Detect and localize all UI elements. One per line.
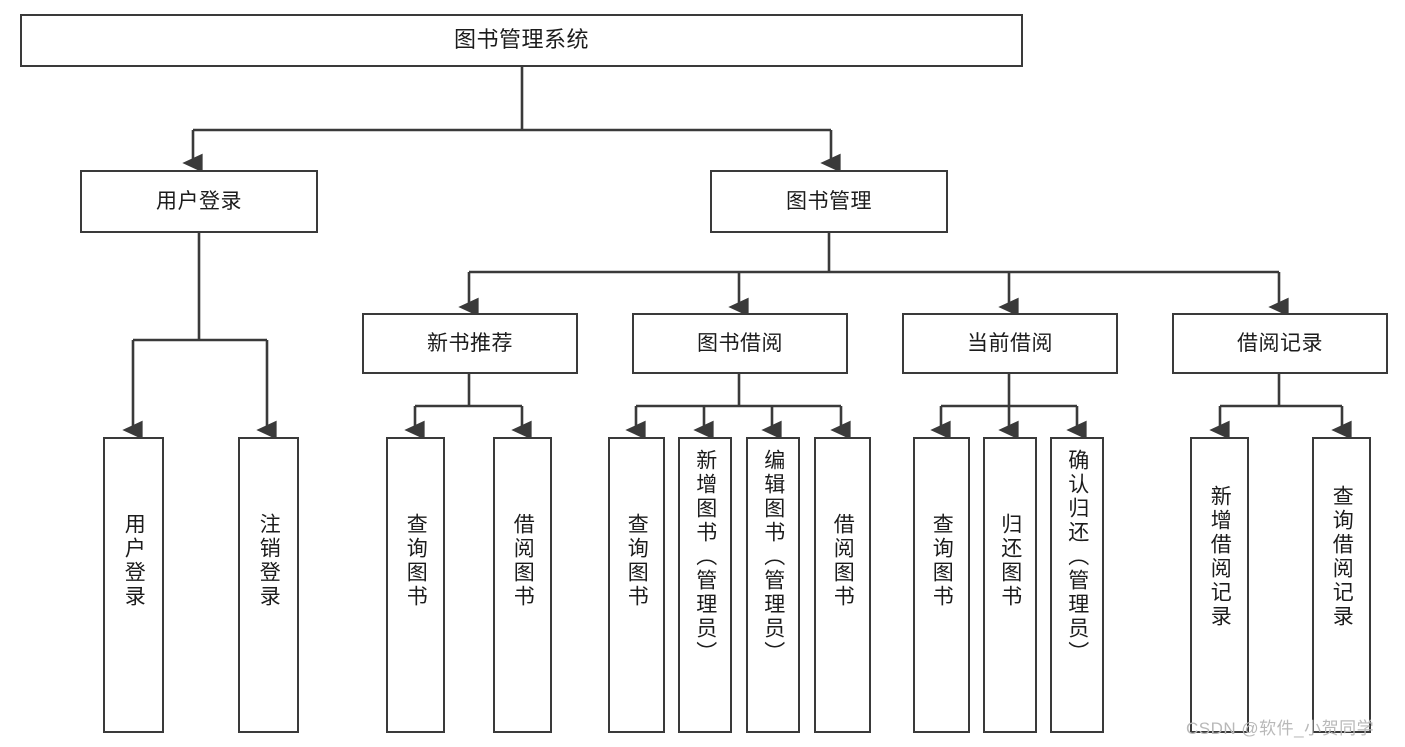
node-label: 用户登录	[122, 513, 146, 609]
node-leaf-query-book-1[interactable]: 查询图书	[386, 437, 445, 733]
node-label: 归还图书	[998, 513, 1022, 609]
node-root-system[interactable]: 图书管理系统	[20, 14, 1023, 67]
node-label: 新增图书（管理员）	[693, 449, 717, 665]
node-label: 新书推荐	[427, 331, 513, 355]
node-user-login[interactable]: 用户登录	[80, 170, 318, 233]
node-leaf-add-record[interactable]: 新增借阅记录	[1190, 437, 1249, 733]
node-leaf-borrow-book-2[interactable]: 借阅图书	[814, 437, 871, 733]
node-label: 图书管理系统	[453, 27, 589, 53]
node-leaf-borrow-book-1[interactable]: 借阅图书	[493, 437, 552, 733]
node-book-manage[interactable]: 图书管理	[710, 170, 948, 233]
node-book-borrow[interactable]: 图书借阅	[632, 313, 848, 374]
node-leaf-user-login[interactable]: 用户登录	[103, 437, 164, 733]
node-leaf-query-book-2[interactable]: 查询图书	[608, 437, 665, 733]
node-leaf-logout[interactable]: 注销登录	[238, 437, 299, 733]
node-leaf-add-book[interactable]: 新增图书（管理员）	[678, 437, 732, 733]
node-label: 查询图书	[404, 513, 428, 609]
node-label: 用户登录	[156, 189, 242, 213]
node-label: 编辑图书（管理员）	[761, 449, 785, 665]
node-label: 借阅记录	[1237, 331, 1323, 355]
node-label: 查询借阅记录	[1330, 485, 1354, 629]
node-new-book-rec[interactable]: 新书推荐	[362, 313, 578, 374]
node-leaf-confirm-return[interactable]: 确认归还（管理员）	[1050, 437, 1104, 733]
node-label: 当前借阅	[967, 331, 1053, 355]
node-label: 查询图书	[930, 513, 954, 609]
node-leaf-query-record[interactable]: 查询借阅记录	[1312, 437, 1371, 733]
node-leaf-return-book[interactable]: 归还图书	[983, 437, 1037, 733]
node-borrow-record[interactable]: 借阅记录	[1172, 313, 1388, 374]
node-label: 借阅图书	[831, 513, 855, 609]
node-leaf-query-book-3[interactable]: 查询图书	[913, 437, 970, 733]
node-label: 借阅图书	[511, 513, 535, 609]
node-label: 查询图书	[625, 513, 649, 609]
csdn-watermark: CSDN @软件_小贺同学	[1186, 719, 1375, 738]
node-label: 图书管理	[786, 189, 872, 213]
node-label: 图书借阅	[697, 331, 783, 355]
node-label: 确认归还（管理员）	[1065, 449, 1089, 665]
node-label: 新增借阅记录	[1208, 485, 1232, 629]
node-current-borrow[interactable]: 当前借阅	[902, 313, 1118, 374]
node-leaf-edit-book[interactable]: 编辑图书（管理员）	[746, 437, 800, 733]
node-label: 注销登录	[257, 513, 281, 609]
